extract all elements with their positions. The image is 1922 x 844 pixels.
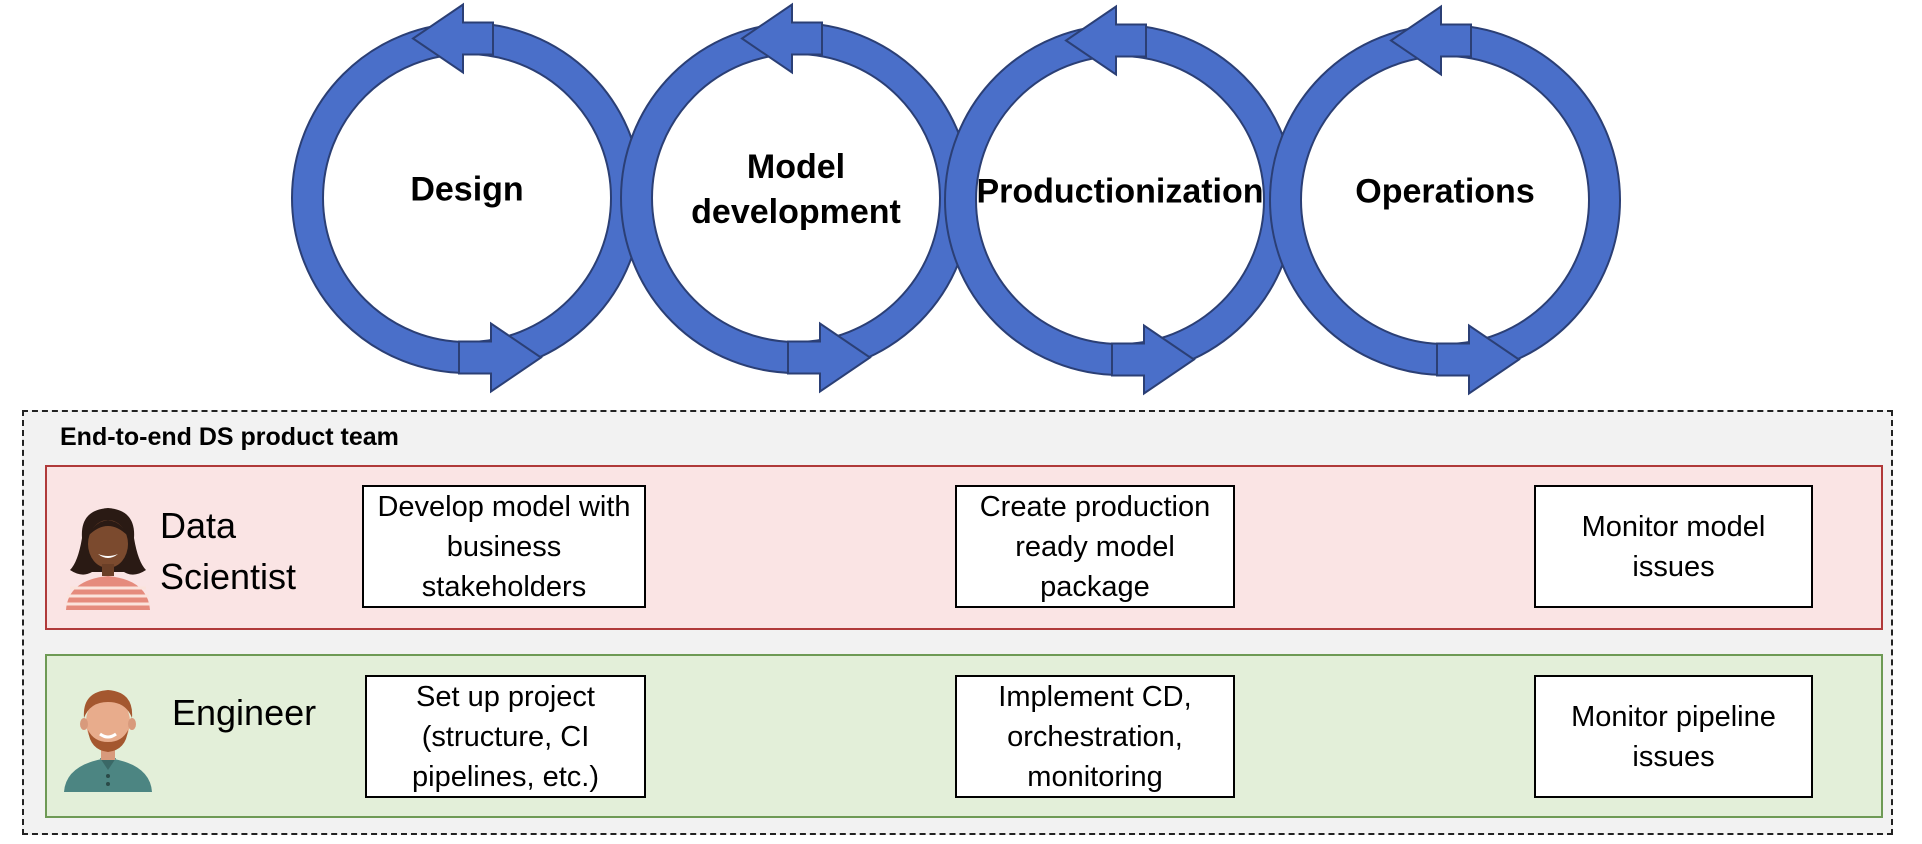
stage-label-productionization: Productionization [976,172,1264,211]
task-setup-project: Set up project (structure, CI pipelines,… [365,675,646,798]
role-label-engineer: Engineer [172,692,317,733]
stage-label-operations: Operations [1355,172,1535,211]
stage-label-design: Design [410,170,524,209]
arrow-left-icon [1064,4,1147,77]
task-create-package: Create production ready model package [955,485,1235,608]
cycle-ring-operations [1268,24,1622,376]
lifecycle-diagram [290,2,1622,396]
arrow-right-icon [1111,323,1196,396]
arrow-right-icon [1436,323,1521,396]
task-monitor-pipeline: Monitor pipeline issues [1534,675,1813,798]
role-label-data-scientist: Data Scientist [160,505,297,597]
arrow-left-icon [740,2,823,75]
arrow-right-icon [458,321,543,394]
male-person-icon [64,690,152,792]
stage-label-model-development: Model development [691,148,901,231]
arrow-left-icon [1389,4,1472,77]
arrow-left-icon [411,2,494,75]
task-monitor-model: Monitor model issues [1534,485,1813,608]
team-title: End-to-end DS product team [60,423,399,451]
female-person-icon [66,508,150,610]
task-implement-cd: Implement CD, orchestration, monitoring [955,675,1235,798]
arrow-right-icon [787,321,872,394]
task-develop-model: Develop model with business stakeholders [362,485,646,608]
